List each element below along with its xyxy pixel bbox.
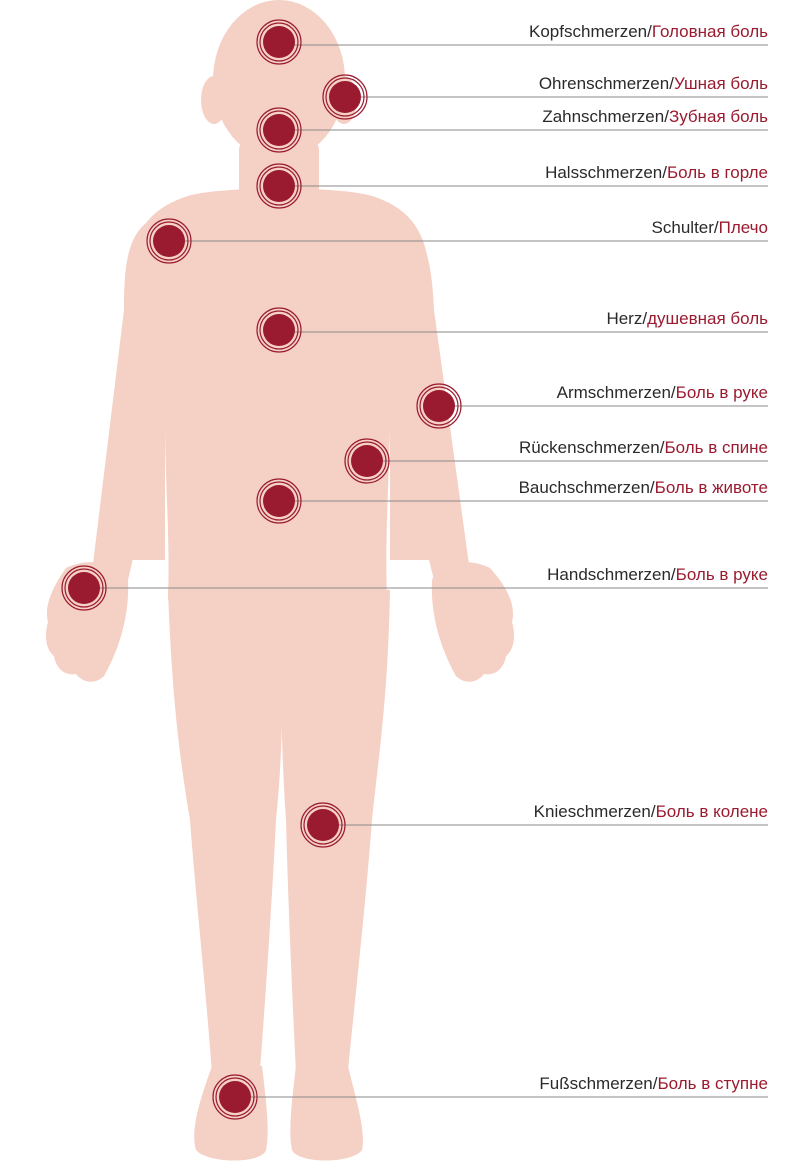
pain-marker-belly: [257, 479, 301, 523]
label-ear: Ohrenschmerzen/Ушная боль: [539, 74, 768, 94]
pain-marker-shoulder: [147, 219, 191, 263]
right-foot-shape: [290, 1066, 363, 1161]
label-tooth: Zahnschmerzen/Зубная боль: [542, 107, 768, 127]
label-arm: Armschmerzen/Боль в руке: [557, 383, 768, 403]
pain-marker-hand: [62, 566, 106, 610]
right-hand-shape: [432, 562, 514, 682]
label-hand: Handschmerzen/Боль в руке: [547, 565, 768, 585]
label-head: Kopfschmerzen/Головная боль: [529, 22, 768, 42]
pain-marker-ear: [323, 75, 367, 119]
pain-marker-head: [257, 20, 301, 64]
left-foot-shape: [194, 1066, 267, 1161]
left-ear-shape: [201, 76, 227, 124]
pain-marker-heart: [257, 308, 301, 352]
pain-marker-throat: [257, 164, 301, 208]
label-shoulder: Schulter/Плечо: [652, 218, 768, 238]
pain-marker-foot: [213, 1075, 257, 1119]
label-throat: Halsschmerzen/Боль в горле: [545, 163, 768, 183]
label-knee: Knieschmerzen/Боль в колене: [534, 802, 768, 822]
pain-marker-tooth: [257, 108, 301, 152]
pain-marker-arm: [417, 384, 461, 428]
label-belly: Bauchschmerzen/Боль в животе: [519, 478, 768, 498]
label-back: Rückenschmerzen/Боль в спине: [519, 438, 768, 458]
pain-marker-knee: [301, 803, 345, 847]
label-heart: Herz/душевная боль: [606, 309, 768, 329]
pain-marker-back: [345, 439, 389, 483]
left-leg-shape: [168, 590, 283, 1074]
label-foot: Fußschmerzen/Боль в ступне: [539, 1074, 768, 1094]
